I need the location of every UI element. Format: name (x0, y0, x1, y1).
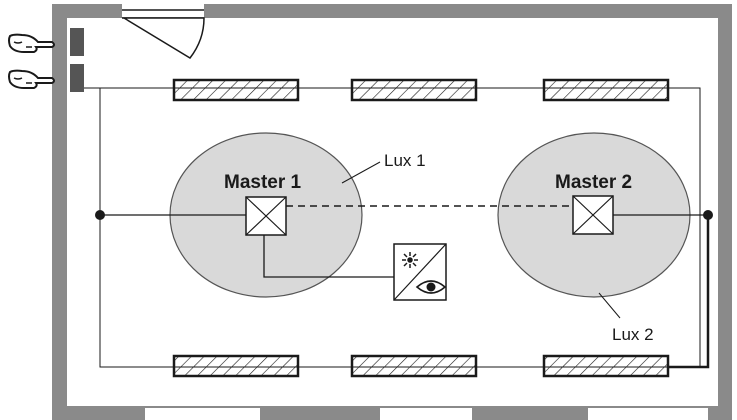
luminaire (542, 354, 670, 378)
master-1-label: Master 1 (224, 172, 302, 193)
luminaire (350, 78, 478, 102)
luminaire (172, 78, 300, 102)
pointing-hand-icon (8, 33, 55, 53)
luminaire (542, 78, 670, 102)
pointing-hand-icon (8, 69, 55, 89)
eye-icon (415, 280, 447, 294)
master-2-sensor (572, 195, 614, 235)
light-rays-icon (402, 252, 418, 268)
lux-1-leader (341, 161, 381, 184)
push-button-1 (8, 28, 84, 56)
room-walls (52, 4, 732, 420)
master-1-sensor (245, 196, 287, 236)
lux-2-leader (598, 292, 621, 319)
push-button-2 (8, 64, 84, 92)
junction-dot (95, 210, 105, 220)
luminaires (172, 78, 670, 378)
bus-lines (100, 205, 710, 369)
door-swing-icon (121, 9, 205, 59)
luminaire (350, 354, 478, 378)
lux-1-label: Lux 1 (384, 151, 426, 170)
junction-dot (703, 210, 713, 220)
presence-light-sensor-icon (393, 243, 447, 301)
master-2-label: Master 2 (555, 172, 632, 193)
luminaire (172, 354, 300, 378)
lux-2-label: Lux 2 (612, 325, 654, 344)
